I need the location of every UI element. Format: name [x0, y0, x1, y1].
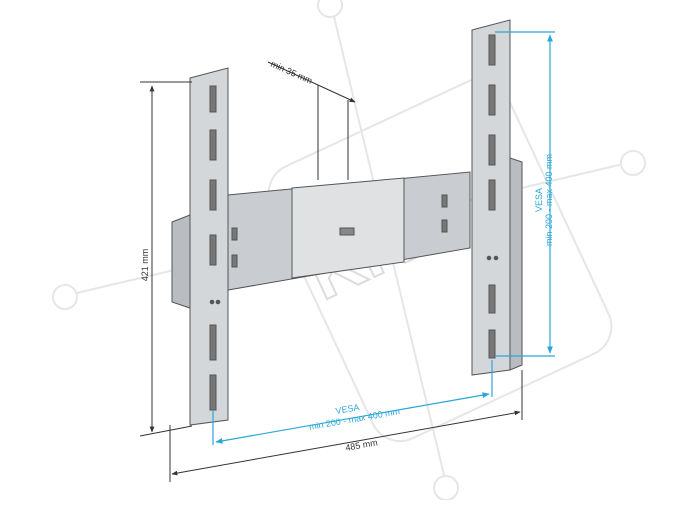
vesa-horizontal-dimension	[212, 360, 493, 445]
width-label: 485 mm	[345, 437, 379, 452]
vesa-vertical-range: min 200 - max 400 mm	[544, 154, 554, 246]
left-arm	[189, 67, 229, 426]
vesa-horizontal-title: VESA	[335, 402, 360, 416]
vesa-vertical-title: VESA	[534, 188, 544, 212]
height-label: 421 mm	[140, 249, 150, 282]
wall-bracket	[171, 19, 523, 426]
depth-label: min 35 mm	[269, 59, 314, 86]
vesa-vertical-dimension	[495, 31, 555, 357]
depth-dimension	[267, 61, 356, 180]
